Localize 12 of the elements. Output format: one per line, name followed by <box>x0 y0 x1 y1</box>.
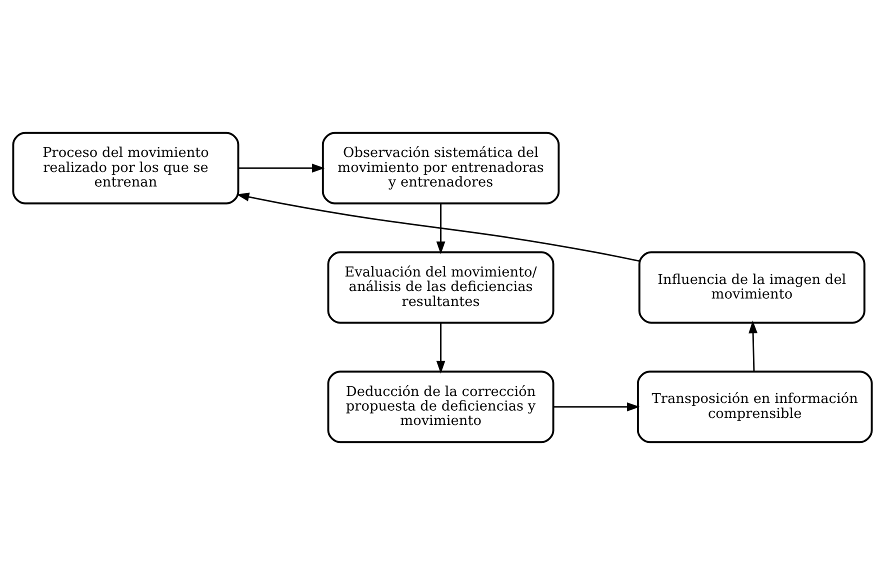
arrow <box>436 202 446 254</box>
node-box: Observación sistemática del movimiento por entrenadoras y entrenadores <box>322 131 560 204</box>
node-box: Proceso del movimiento realizado por los que se entrenan <box>12 131 240 204</box>
node-box: Influencia de la imagen del movimiento <box>638 250 866 324</box>
node-box: Evaluación del movimiento/ análisis de las deficiencias resultantes <box>327 250 554 324</box>
arrow <box>436 322 446 374</box>
arrow <box>238 163 325 172</box>
arrow <box>553 402 640 411</box>
node-box: Deducción de la corrección propuesta de deficiencias y movimiento <box>327 370 554 443</box>
node-box: Transposición en información comprensible <box>636 370 873 443</box>
arrow <box>748 320 758 371</box>
arrow <box>236 192 640 262</box>
